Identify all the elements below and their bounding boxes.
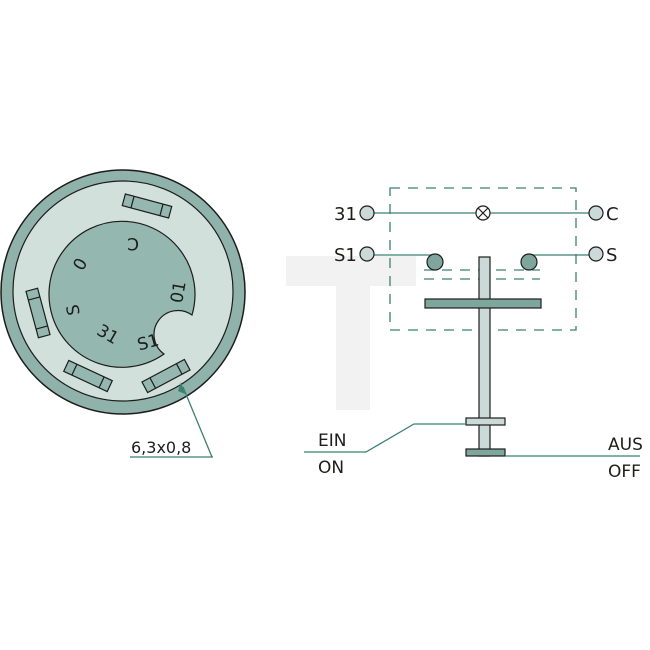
disc-label-c: C	[127, 233, 139, 253]
terminal-31	[359, 205, 375, 221]
contact-right	[520, 253, 538, 271]
blade-terminal-bottom-left	[62, 359, 114, 393]
blade-terminal-top	[121, 193, 173, 219]
terminal-s1	[359, 246, 375, 262]
dimension-label: 6,3x0,8	[131, 438, 191, 457]
bridge-contact	[424, 298, 542, 309]
on-label-en: ON	[318, 458, 344, 478]
connector-face: C 0 S 31 S1 01 6,3x0,8	[0, 169, 246, 458]
plunger-base	[465, 448, 506, 457]
on-leader	[304, 423, 466, 453]
lamp-icon	[475, 205, 491, 221]
terminal-label-s: S	[606, 245, 617, 266]
terminal-s	[588, 246, 604, 262]
plunger-shaft	[478, 256, 491, 457]
off-label-en: OFF	[608, 462, 641, 482]
plunger-collar	[465, 417, 506, 426]
dimension-leader	[182, 386, 213, 458]
off-label-de: AUS	[608, 435, 643, 455]
watermark-logo	[286, 256, 416, 410]
terminal-label-31: 31	[334, 204, 357, 225]
blade-terminal-left	[25, 287, 51, 339]
center-disc	[48, 220, 196, 368]
contact-left	[426, 253, 444, 271]
schematic: 31 S1 C S EIN ON AUS OFF	[304, 187, 643, 482]
terminal-label-c: C	[606, 204, 619, 225]
disc-label-s: S	[63, 303, 85, 317]
terminal-label-s1: S1	[334, 245, 357, 266]
on-label-de: EIN	[318, 431, 346, 451]
terminal-c	[588, 205, 604, 221]
arrow-head-icon	[178, 382, 185, 394]
disc-label-01: 01	[167, 280, 190, 305]
blade-terminal-bottom-right	[141, 358, 191, 394]
